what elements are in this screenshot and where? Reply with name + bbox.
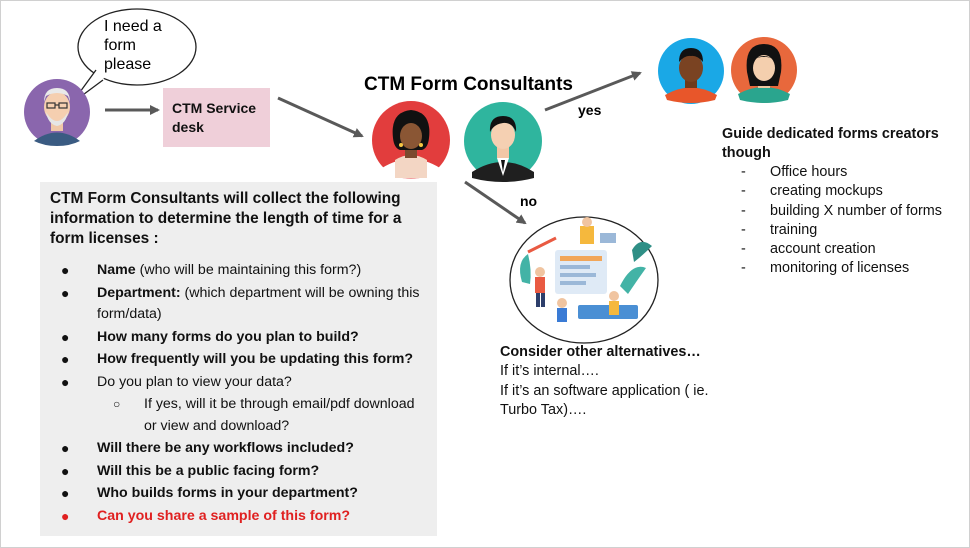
dash-icon: - — [741, 221, 746, 238]
bullet-icon: ● — [61, 262, 70, 278]
bullet-icon: ● — [61, 328, 70, 345]
bullet-icon: ● — [61, 284, 70, 301]
alternatives-line: If it’s an software application ( ie. Tu… — [500, 382, 709, 419]
guide-section: Guide dedicated forms creators though -O… — [722, 125, 967, 279]
bullet-icon: ● — [61, 373, 70, 390]
info-list: ●Name (who will be maintaining this form… — [50, 260, 427, 527]
list-item: ●How frequently will you be updating thi… — [50, 349, 427, 371]
bullet-icon: ● — [61, 351, 70, 367]
bullet-icon: ● — [61, 485, 70, 501]
yes-label: yes — [578, 102, 602, 118]
requester-avatar-icon — [24, 79, 90, 146]
bullet-icon: ● — [61, 462, 70, 479]
list-item: ●Department: (which department will be o… — [61, 284, 420, 323]
list-item: ●Who builds forms in your department? — [50, 483, 427, 505]
hollow-bullet-icon: ○ — [113, 397, 121, 411]
bullet-icon: ● — [61, 507, 70, 524]
dash-icon: - — [741, 260, 746, 277]
guide-item: -Office hours — [722, 163, 967, 182]
dash-icon: - — [741, 202, 746, 219]
bullet-icon: ● — [61, 440, 70, 456]
guide-item: -building X number of forms — [722, 202, 967, 221]
list-item: ●Do you plan to view your data? — [50, 372, 427, 394]
guide-item: -training — [722, 221, 967, 240]
forms-creator-man-icon — [658, 38, 724, 104]
forms-creator-woman-icon — [731, 37, 797, 103]
dash-icon: - — [741, 183, 746, 200]
guide-heading: Guide dedicated forms creators though — [722, 126, 939, 161]
guide-item: -creating mockups — [722, 182, 967, 201]
alternatives-heading: Consider other alternatives… — [500, 344, 701, 360]
service-desk-box: CTM Service desk — [163, 88, 270, 147]
consultant-man-icon — [464, 102, 542, 182]
dash-icon: - — [741, 164, 746, 180]
list-item-highlight: ●Can you share a sample of this form? — [50, 506, 427, 528]
consultants-title: CTM Form Consultants — [364, 74, 573, 95]
guide-item: -account creation — [722, 240, 967, 259]
info-heading: CTM Form Consultants will collect the fo… — [50, 190, 402, 247]
list-subitem: ○If yes, will it be through email/pdf do… — [113, 396, 415, 434]
alternatives-line: If it’s internal…. — [500, 363, 599, 380]
alternatives-section: Consider other alternatives… If it’s int… — [500, 343, 715, 421]
no-label: no — [520, 193, 538, 209]
list-item: ●Name (who will be maintaining this form… — [50, 260, 427, 282]
arrow-no — [464, 180, 527, 225]
guide-item: -monitoring of licenses — [722, 259, 967, 278]
dash-icon: - — [741, 241, 746, 258]
office-work-illustration — [509, 216, 659, 344]
arrow-to-consultants — [277, 96, 364, 138]
list-item: ●Will there be any workflows included? — [50, 438, 427, 460]
consultant-woman-icon — [372, 101, 450, 179]
list-item: ●How many forms do you plan to build? — [50, 327, 427, 349]
arrow-yes — [544, 71, 642, 112]
guide-list: -Office hours -creating mockups -buildin… — [722, 163, 967, 279]
speech-bubble-text: I need a form please — [104, 18, 162, 73]
info-box: CTM Form Consultants will collect the fo… — [40, 182, 437, 536]
list-item: ●Will this be a public facing form? — [50, 461, 427, 483]
